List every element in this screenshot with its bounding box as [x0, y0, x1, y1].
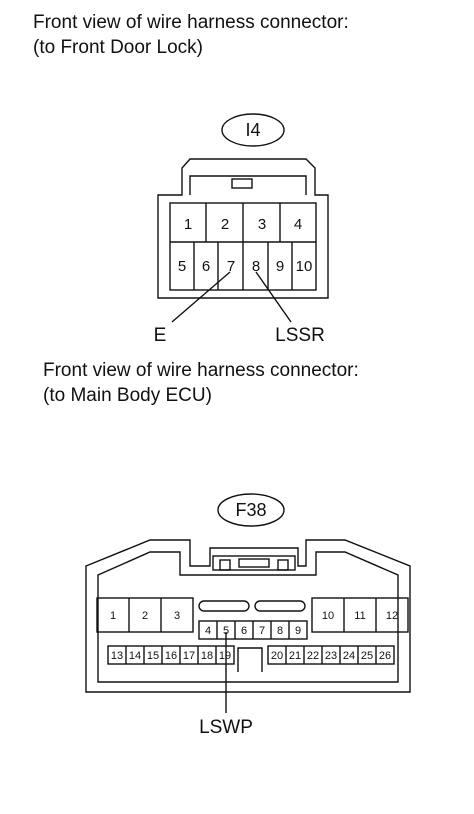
connector-f38-guide-slot	[254, 600, 306, 612]
pin-label: 7	[227, 258, 235, 275]
pin-label: 5	[223, 625, 229, 637]
pin-label: 7	[259, 625, 265, 637]
connector-f38-guide-slot	[198, 600, 250, 612]
connector-f38-block-bottom-left	[107, 645, 235, 665]
terminal-label-e: E	[154, 325, 167, 346]
connector-i4-housing	[157, 158, 329, 299]
connector-i4-tag-oval	[221, 113, 285, 147]
pin-label: 11	[354, 610, 365, 622]
pin-label: 10	[322, 610, 334, 622]
pin-label: 3	[258, 216, 266, 233]
pin-label: 4	[205, 625, 211, 637]
pin-label: 8	[252, 258, 260, 275]
pin-label: 26	[379, 650, 391, 662]
connector-i4: I4	[157, 113, 329, 323]
pin-label: 2	[221, 216, 229, 233]
pin-label: 23	[325, 650, 337, 662]
connector-i4-latch	[231, 178, 253, 189]
pin-label: 9	[295, 625, 301, 637]
terminal-label-lssr: LSSR	[275, 325, 325, 346]
pin-label: 24	[343, 650, 355, 662]
pin-label: 22	[307, 650, 319, 662]
connector-i4-pins: 1 2 3 4 5 6 7 8 9 10	[178, 216, 313, 275]
caption-line-1: Front view of wire harness connector:	[33, 12, 349, 33]
connector-f38-latch	[212, 555, 296, 571]
connector-i4-lock-ledge	[189, 175, 307, 195]
pin-label: 12	[386, 610, 398, 622]
connector-f38-inner-housing	[97, 551, 399, 683]
connector-i4-caption: Front view of wire harness connector: (t…	[33, 10, 349, 60]
pin-label: 25	[361, 650, 373, 662]
connector-f38: F38	[85, 493, 411, 713]
pin-label: 5	[178, 258, 186, 275]
pin-label: 4	[294, 216, 302, 233]
connector-f38-pins: 1 2 3 10 11 12 4 5 6 7 8 9 13 14 15 16 1…	[110, 610, 398, 662]
caption-line-1: Front view of wire harness connector:	[43, 360, 359, 381]
connector-f38-tag: F38	[235, 500, 266, 520]
caption-line-2: (to Main Body ECU)	[43, 385, 212, 406]
pin-label: 10	[296, 258, 313, 275]
connector-f38-tag-oval	[217, 493, 285, 527]
connector-i4-tag: I4	[245, 120, 260, 140]
connector-f38-block-bottom-right	[267, 645, 395, 665]
connector-f38-block-right	[311, 597, 409, 633]
connector-f38-block-left	[96, 597, 194, 633]
terminal-label-lswp: LSWP	[199, 717, 253, 738]
pin-label: 1	[110, 610, 116, 622]
lssr-leader-line	[255, 271, 292, 323]
connector-f38-caption: Front view of wire harness connector: (t…	[43, 358, 359, 408]
pin-label: 14	[129, 650, 141, 662]
pin-label: 6	[202, 258, 210, 275]
pin-label: 2	[142, 610, 148, 622]
connector-f38-key-notch	[237, 647, 263, 672]
e-leader-line	[171, 271, 231, 323]
pin-label: 3	[174, 610, 180, 622]
caption-line-2: (to Front Door Lock)	[33, 37, 203, 58]
pin-label: 8	[277, 625, 283, 637]
pin-label: 17	[183, 650, 195, 662]
pin-label: 15	[147, 650, 159, 662]
pin-label: 1	[184, 216, 192, 233]
pin-label: 19	[219, 650, 231, 662]
pin-label: 20	[271, 650, 283, 662]
pin-label: 6	[241, 625, 247, 637]
pin-label: 18	[201, 650, 213, 662]
connector-f38-housing	[85, 539, 411, 693]
pin-label: 21	[289, 650, 301, 662]
pin-label: 9	[276, 258, 284, 275]
pin-label: 16	[165, 650, 177, 662]
pin-label: 13	[111, 650, 123, 662]
